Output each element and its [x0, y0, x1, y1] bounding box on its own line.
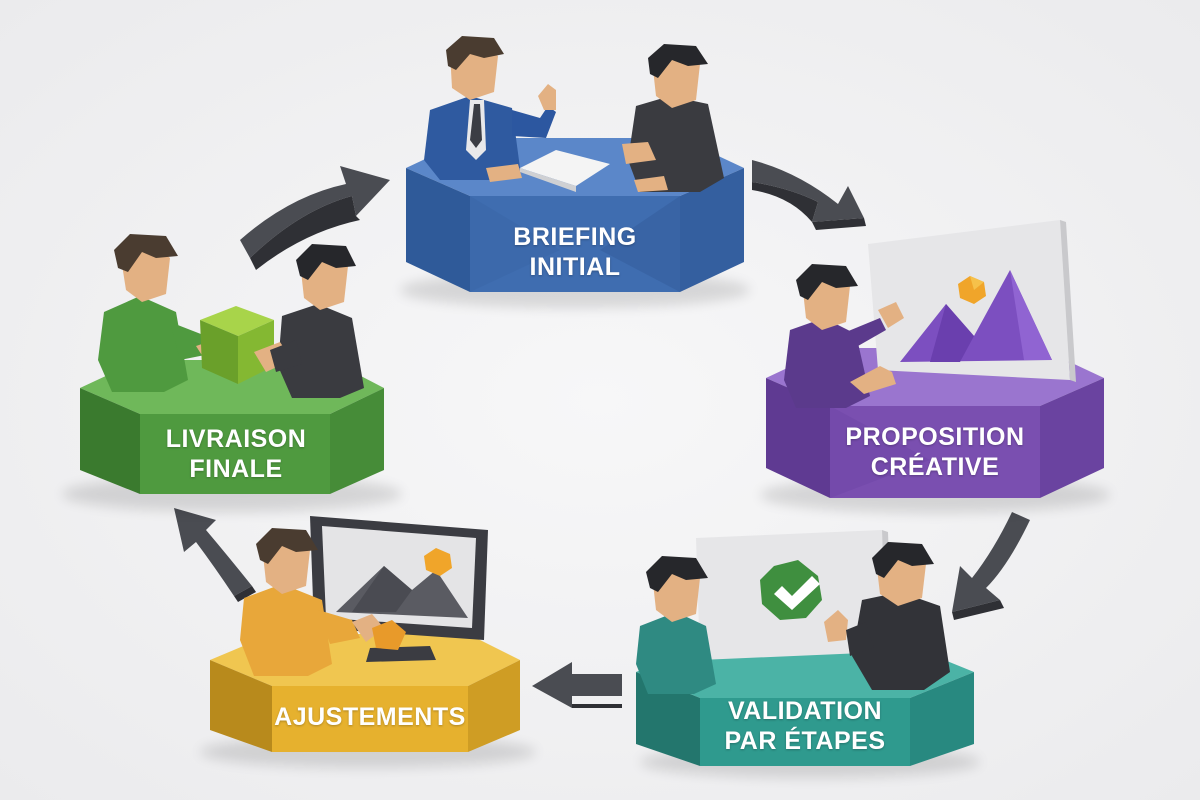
label-livraison-line-2: FINALE	[136, 454, 336, 484]
label-briefing-line-1: BRIEFING	[475, 222, 675, 252]
label-proposition: PROPOSITION CRÉATIVE	[825, 422, 1045, 482]
label-proposition-line-2: CRÉATIVE	[825, 452, 1045, 482]
label-livraison: LIVRAISON FINALE	[136, 424, 336, 484]
label-ajustements-line-1: AJUSTEMENTS	[262, 702, 478, 732]
label-briefing: BRIEFING INITIAL	[475, 222, 675, 282]
mountain-picture-icon	[868, 220, 1076, 382]
label-validation-line-1: VALIDATION	[700, 696, 910, 726]
label-validation: VALIDATION PAR ÉTAPES	[700, 696, 910, 756]
label-proposition-line-1: PROPOSITION	[825, 422, 1045, 452]
label-briefing-line-2: INITIAL	[475, 252, 675, 282]
label-validation-line-2: PAR ÉTAPES	[700, 726, 910, 756]
label-ajustements: AJUSTEMENTS	[262, 702, 478, 732]
label-livraison-line-1: LIVRAISON	[136, 424, 336, 454]
